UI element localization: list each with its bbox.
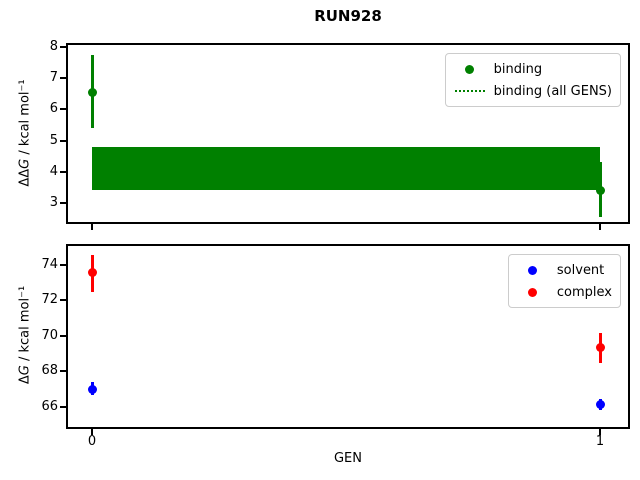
bottom-legend: solvent complex xyxy=(507,254,621,308)
solvent-data-point xyxy=(87,384,97,394)
x-tick-label: 0 xyxy=(87,434,97,449)
y-tick xyxy=(60,170,66,173)
legend-label: solvent xyxy=(556,262,605,278)
legend-label: binding xyxy=(493,61,543,77)
all-gens-uncertainty-band xyxy=(92,146,600,191)
x-tick-label: 1 xyxy=(595,434,605,449)
y-tick xyxy=(60,139,66,142)
y-tick xyxy=(60,370,66,373)
complex-data-point xyxy=(595,343,605,352)
figure-title: RUN928 xyxy=(314,7,382,25)
bottom-plot-area: solvent complex 66 68 70 72 74 0 1 xyxy=(41,244,630,449)
ylabel-units: / kcal mol⁻¹ xyxy=(17,79,33,159)
legend-swatch-area xyxy=(454,90,486,92)
legend-item-binding: binding xyxy=(454,58,612,80)
y-tick-label: 4 xyxy=(49,163,58,179)
solvent-marker-icon xyxy=(528,265,538,275)
x-tick xyxy=(599,224,601,230)
legend-label: complex xyxy=(556,284,612,300)
y-tick-label: 68 xyxy=(41,363,58,379)
y-tick-label: 7 xyxy=(49,70,58,86)
y-tick xyxy=(60,77,66,80)
y-tick-label: 5 xyxy=(49,132,58,148)
binding-data-point xyxy=(595,185,605,195)
complex-marker-icon xyxy=(528,287,538,297)
y-tick-label: 66 xyxy=(41,398,58,414)
y-tick-label: 70 xyxy=(41,327,58,343)
y-tick xyxy=(60,405,66,408)
ylabel-variable: G xyxy=(17,158,33,169)
y-tick xyxy=(60,201,66,204)
y-tick-label: 72 xyxy=(41,292,58,308)
legend-swatch-area xyxy=(517,265,549,275)
x-tick xyxy=(599,429,601,435)
x-tick xyxy=(91,429,93,435)
y-tick-label: 6 xyxy=(49,101,58,117)
ylabel-delta: Δ xyxy=(17,375,33,385)
ylabel-variable: G xyxy=(17,365,33,376)
solvent-data-point xyxy=(595,399,605,409)
y-tick xyxy=(60,45,66,48)
y-tick-label: 74 xyxy=(41,256,58,272)
binding-data-point xyxy=(87,87,97,97)
y-tick xyxy=(60,108,66,111)
top-legend: binding binding (all GENS) xyxy=(444,53,621,107)
binding-marker-icon xyxy=(465,64,475,74)
legend-swatch-area xyxy=(517,287,549,297)
top-y-axis-label: ΔΔG / kcal mol⁻¹ xyxy=(18,79,33,186)
legend-item-binding-all-gens: binding (all GENS) xyxy=(454,80,612,102)
y-tick-label: 8 xyxy=(49,38,58,54)
x-tick xyxy=(91,224,93,230)
complex-data-point xyxy=(87,268,97,278)
bottom-y-axis-label: ΔG / kcal mol⁻¹ xyxy=(18,286,33,384)
y-tick xyxy=(60,299,66,302)
y-tick-label: 3 xyxy=(49,194,58,210)
legend-item-complex: complex xyxy=(517,281,612,303)
x-axis-label: GEN xyxy=(333,451,362,466)
y-tick xyxy=(60,334,66,337)
y-tick xyxy=(60,263,66,266)
top-plot-area: binding binding (all GENS) 3 4 5 6 7 8 xyxy=(50,39,630,230)
legend-swatch-area xyxy=(454,64,486,74)
dotted-line-icon xyxy=(454,90,485,92)
legend-label: binding (all GENS) xyxy=(493,83,612,99)
ylabel-units: / kcal mol⁻¹ xyxy=(17,285,33,366)
legend-item-solvent: solvent xyxy=(517,259,612,281)
ylabel-delta: ΔΔ xyxy=(17,168,33,187)
